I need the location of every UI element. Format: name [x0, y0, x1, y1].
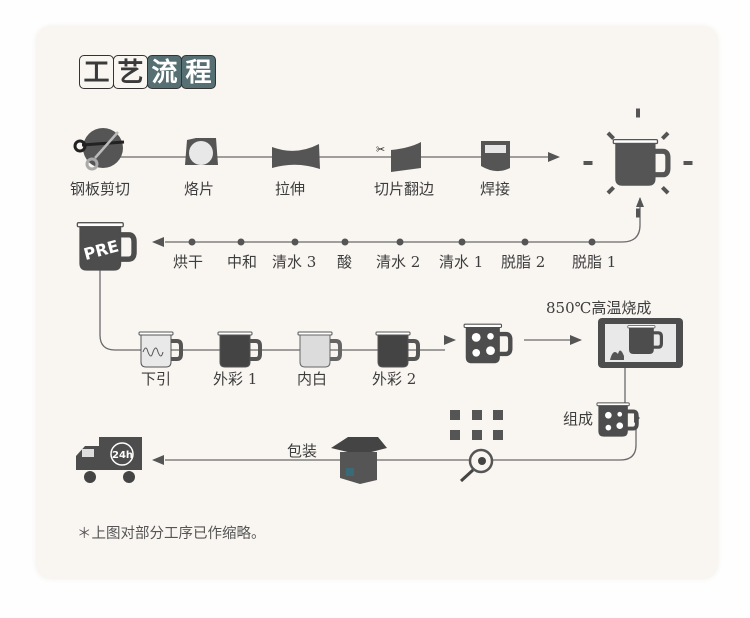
footnote: ＊上图对部分工序已作缩略。: [77, 526, 266, 542]
assemble-mug-icon: [595, 400, 639, 439]
delivery-truck-icon: 24h: [76, 437, 142, 483]
disc-plate-icon: [185, 138, 218, 165]
step-label: 清水 2: [376, 253, 421, 271]
page-title: 工 艺 流 程: [79, 55, 216, 89]
firing-label: 850℃高温烧成: [546, 299, 652, 317]
step-label: 下引: [141, 370, 172, 388]
step-label: 钢板剪切: [70, 180, 131, 198]
step-label: 脱脂 1: [572, 253, 617, 271]
arrow-left-icon: [152, 237, 164, 247]
flower-mug-icon: [464, 324, 510, 363]
row3-line: [99, 268, 445, 351]
arrow-left-icon: [152, 455, 164, 465]
mug-grid-icon: [450, 410, 503, 440]
step-label: 外彩 1: [213, 370, 258, 388]
assemble-label: 组成: [563, 410, 594, 428]
step-label: 内白: [297, 370, 328, 388]
step-label: 外彩 2: [372, 370, 417, 388]
tick-marks: [583, 108, 693, 218]
step-label: 清水 3: [272, 253, 317, 271]
finished-mug-icon: [583, 108, 693, 218]
packing-label: 包装: [287, 442, 318, 460]
scissors-plate-icon: [73, 128, 125, 171]
process-card: [37, 27, 717, 578]
kiln-icon: [598, 318, 683, 368]
step-label: 中和: [227, 253, 258, 271]
row4-line: [165, 425, 637, 461]
step-label: 酸: [337, 253, 353, 271]
svg-text:✂: ✂: [376, 143, 385, 156]
mug-ground-coat-icon: [137, 330, 183, 369]
arrow-right-icon: [570, 335, 582, 345]
trim-edge-icon: ✂: [376, 142, 421, 172]
delivery-badge: 24h: [112, 450, 133, 461]
pre-mug-icon: PRE: [77, 223, 134, 270]
row2-dots: [188, 238, 596, 246]
title-char: 流: [147, 55, 182, 89]
arrow-right-icon: [444, 335, 456, 345]
welding-icon: [481, 141, 510, 172]
title-char: 工: [79, 55, 114, 89]
arrow-right-icon: [548, 152, 560, 162]
step-label: 脱脂 2: [501, 253, 546, 271]
step-label: 焊接: [480, 180, 511, 198]
package-box-icon: [331, 437, 387, 484]
step-label: 烘干: [173, 253, 204, 271]
arrow-up-icon: [636, 197, 644, 207]
step-label: 拉伸: [275, 180, 306, 198]
step-label: 烙片: [184, 180, 215, 198]
step-label: 清水 1: [439, 253, 484, 271]
stretch-icon: [272, 144, 320, 169]
step-label: 切片翻边: [374, 180, 435, 198]
row2-line: [165, 198, 641, 243]
magnifier-icon: [459, 448, 494, 483]
title-char: 程: [181, 55, 216, 89]
